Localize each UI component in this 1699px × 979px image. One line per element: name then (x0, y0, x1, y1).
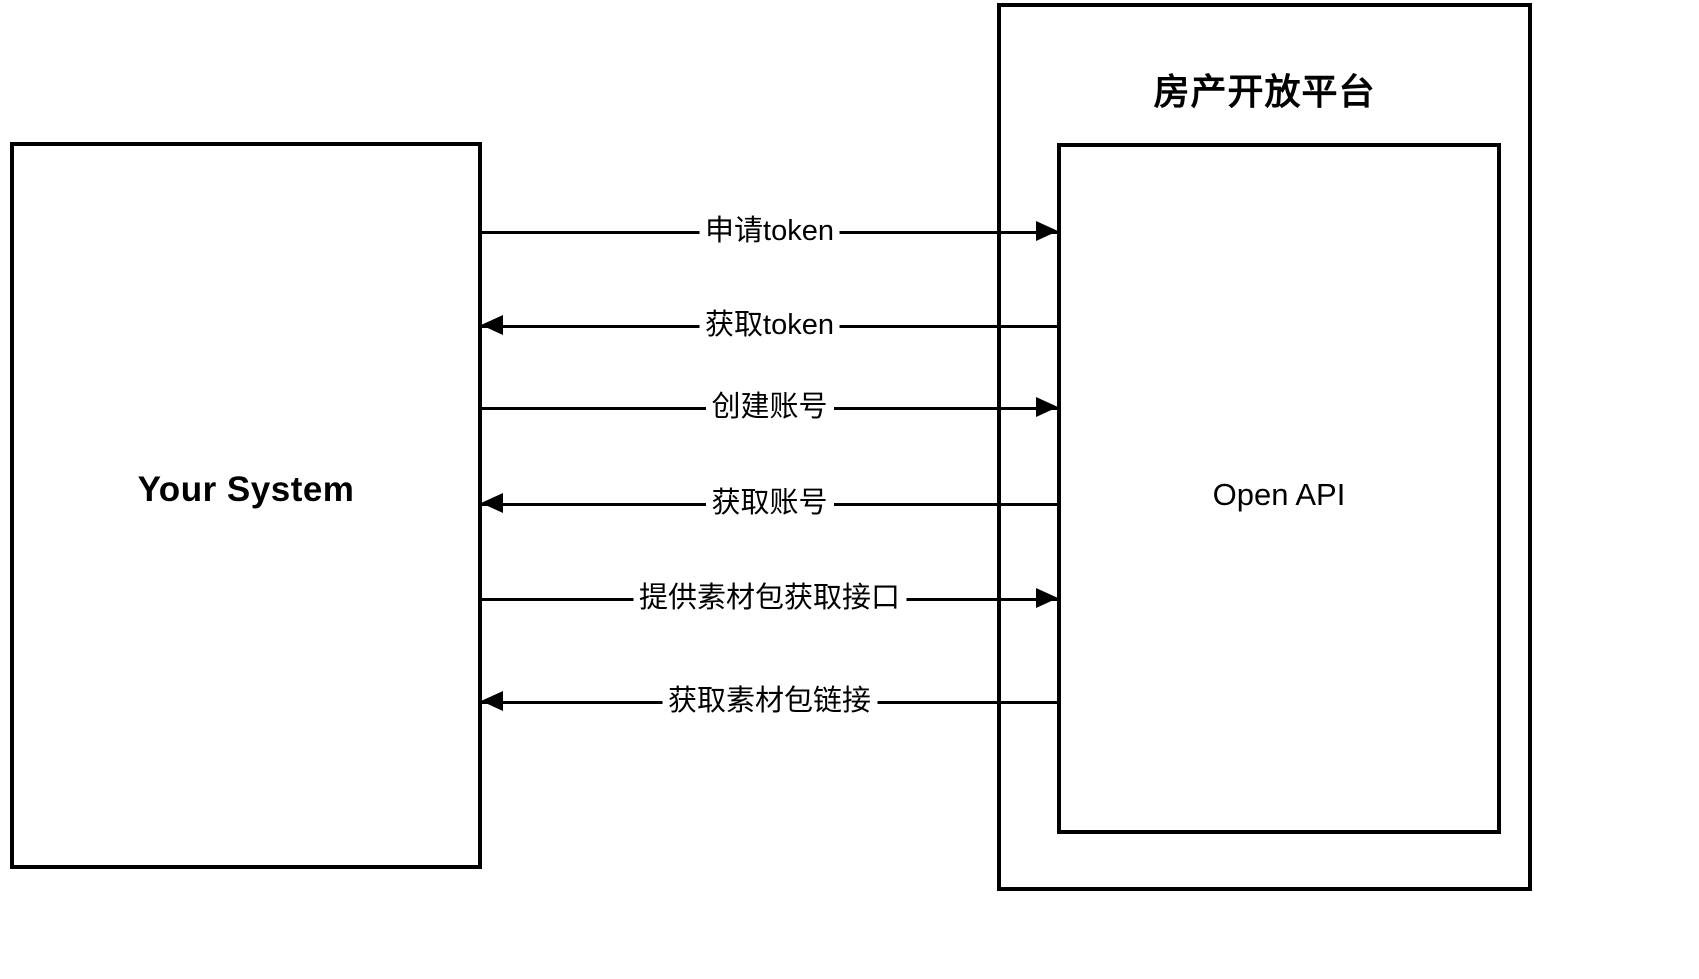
message-arrow-1: 申请token (482, 214, 1058, 248)
message-label-1: 申请token (699, 214, 840, 248)
arrow-head-right-icon (1036, 221, 1058, 241)
arrow-head-right-icon (1036, 588, 1058, 608)
message-label-2: 获取token (699, 308, 840, 342)
message-label-5: 提供素材包获取接口 (632, 581, 907, 615)
arrow-head-left-icon (481, 315, 503, 335)
open-api-label: Open API (1212, 477, 1346, 512)
message-arrow-6: 获取素材包链接 (481, 684, 1057, 718)
arrow-head-left-icon (481, 691, 503, 711)
arrow-head-right-icon (1036, 397, 1058, 417)
platform-title: 房产开放平台 (1153, 71, 1376, 112)
message-arrow-2: 获取token (481, 308, 1057, 342)
your-system-label: Your System (137, 470, 355, 509)
message-arrow-4: 获取账号 (481, 486, 1057, 520)
message-label-4: 获取账号 (705, 486, 834, 520)
message-arrow-5: 提供素材包获取接口 (482, 581, 1058, 615)
arrow-head-left-icon (481, 493, 503, 513)
message-label-3: 创建账号 (705, 390, 834, 424)
open-api-box: Open API (1057, 143, 1501, 834)
message-label-6: 获取素材包链接 (661, 684, 878, 718)
your-system-box: Your System (10, 142, 482, 869)
message-arrow-3: 创建账号 (482, 390, 1058, 424)
